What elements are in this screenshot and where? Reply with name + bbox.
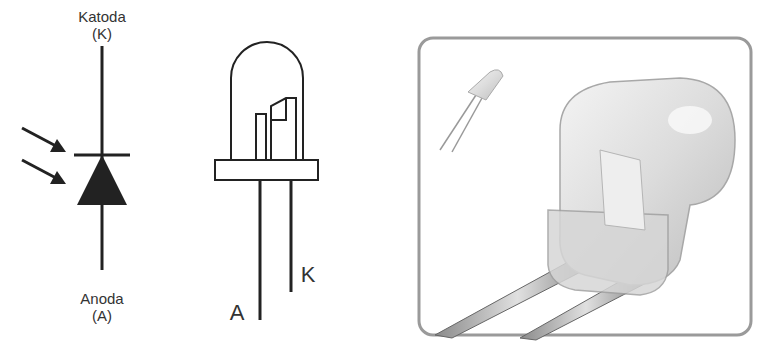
small-photodiode (468, 70, 503, 100)
lens-dome (231, 42, 303, 160)
light-arrow-head (50, 171, 66, 184)
photo-frame (419, 38, 751, 335)
light-arrow (22, 160, 56, 178)
photo-highlight (668, 106, 712, 134)
cathode-cup (271, 98, 296, 160)
cathode-lead (290, 180, 293, 292)
terminal-name: Katoda (K) (72, 8, 132, 43)
photodiode-photo (435, 70, 735, 340)
pin-name: K (296, 262, 320, 287)
light-arrow (22, 128, 56, 146)
terminal-name: Anoda (A) (70, 290, 134, 325)
anode-post (256, 114, 266, 160)
photo-cup (600, 150, 645, 230)
package-rim (215, 160, 318, 180)
photodiode-symbol (22, 46, 130, 270)
light-arrow-head (50, 139, 66, 152)
anode-lead (259, 180, 262, 320)
small-lead (452, 98, 482, 152)
diode-triangle (77, 155, 127, 205)
pin-name: A (225, 300, 249, 325)
